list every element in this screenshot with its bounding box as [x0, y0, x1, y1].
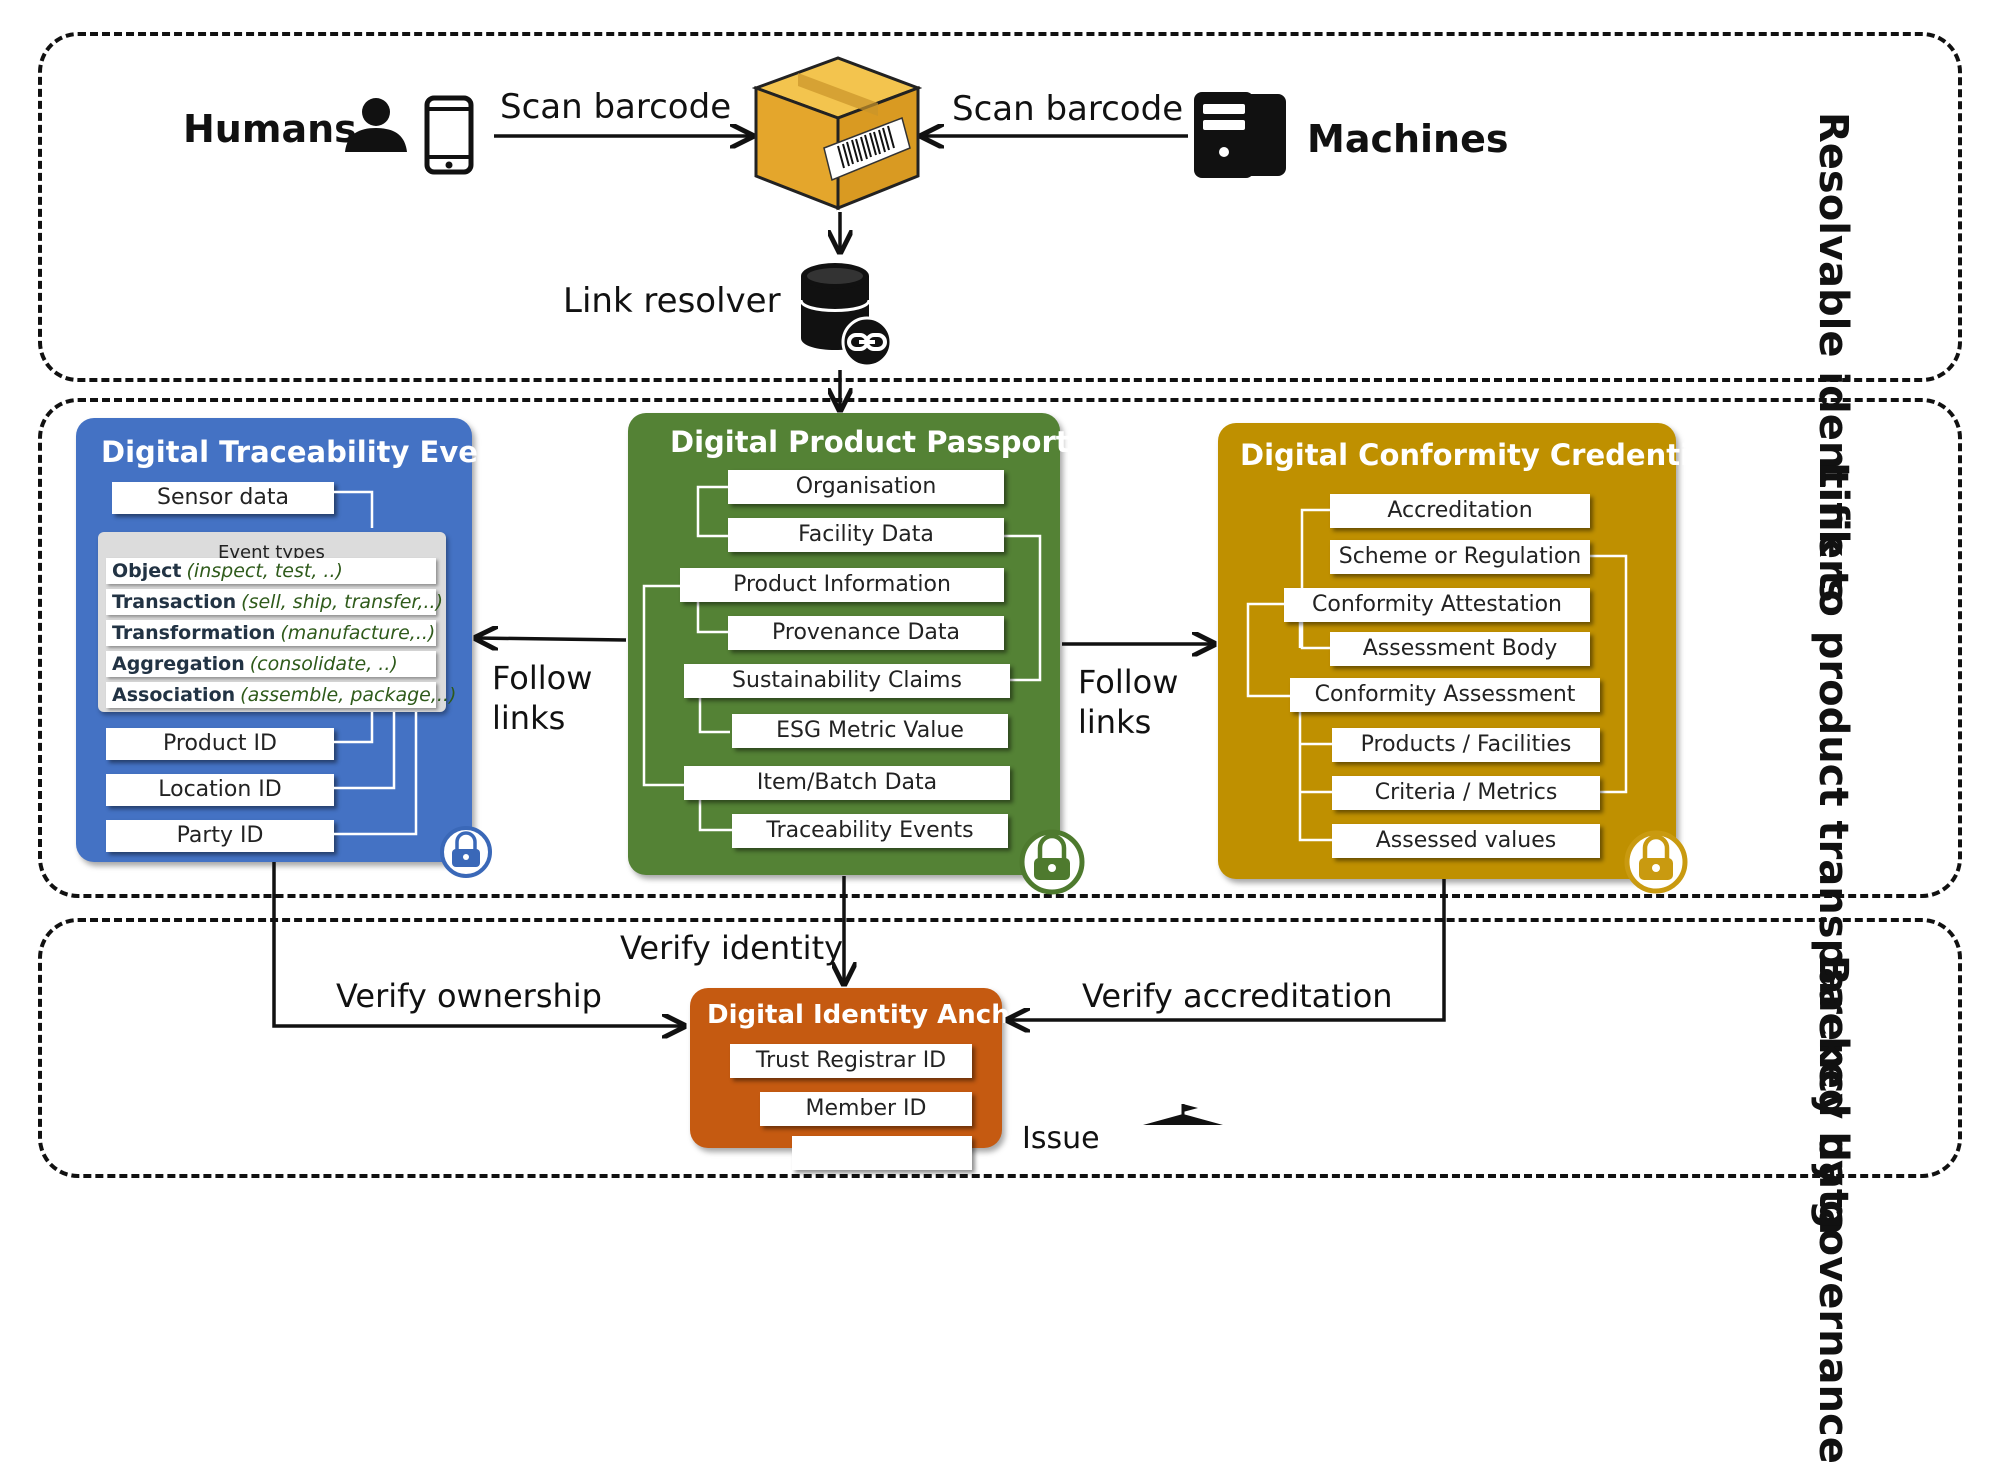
dcc-connector-c — [1246, 602, 1290, 698]
dpp-connector-f — [698, 785, 732, 832]
dpp-item-sustainability-claims: Sustainability Claims — [684, 664, 1010, 698]
dpp-connector-b — [1004, 534, 1042, 682]
layer-resolvable-identifiers — [38, 32, 1962, 382]
dpp-item-traceability-events: Traceability Events — [732, 814, 1008, 848]
event-type-association: Association(assemble, package,..) — [106, 682, 456, 708]
machines-label: Machines — [1307, 117, 1509, 161]
dpp-item-item-batch-data: Item/Batch Data — [684, 766, 1010, 800]
issue-label: Issue — [1022, 1121, 1100, 1156]
event-type-name: Object — [112, 559, 182, 582]
arrow-dcc-to-dia — [1008, 879, 1446, 1020]
dte-connector-2 — [334, 712, 396, 790]
padlock-icon-dte — [440, 826, 492, 878]
verify-ownership-label: Verify ownership — [336, 977, 602, 1015]
dpp-item-organisation: Organisation — [728, 470, 1004, 504]
follow-links-right-label-1: Follow — [1078, 663, 1179, 701]
dte-connector-sensor — [334, 490, 374, 528]
dcc-item-conformity-assessment: Conformity Assessment — [1290, 678, 1600, 712]
dpp-item-provenance-data: Provenance Data — [728, 616, 1004, 650]
dcc-item-assessed-values: Assessed values — [1332, 824, 1600, 858]
follow-links-right-label-2: links — [1078, 703, 1152, 741]
dpp-item-esg-metric-value: ESG Metric Value — [732, 714, 1008, 748]
dcc-item-products-facilities: Products / Facilities — [1332, 728, 1600, 762]
event-type-desc: (inspect, test, ..) — [186, 559, 343, 582]
dpp-item-product-information: Product Information — [680, 568, 1004, 602]
person-icon — [345, 98, 407, 152]
event-type-object: Object(inspect, test, ..) — [106, 558, 436, 584]
event-type-transaction: Transaction(sell, ship, transfer,..) — [106, 589, 443, 615]
dte-location-id: Location ID — [106, 774, 334, 806]
dcc-item-accreditation: Accreditation — [1330, 494, 1590, 528]
dia-item-placeholder — [792, 1136, 972, 1170]
dpp-connector-a — [696, 485, 728, 538]
dpp-title: Digital Product Passport — [670, 425, 1070, 459]
padlock-icon-dcc — [1624, 830, 1688, 894]
dcc-item-criteria-metrics: Criteria / Metrics — [1332, 776, 1600, 810]
dcc-connector-b — [1590, 554, 1628, 794]
verify-accreditation-label: Verify accreditation — [1082, 977, 1393, 1015]
dia-trust-registrar-id: Trust Registrar ID — [730, 1044, 972, 1078]
dcc-item-scheme-or-regulation: Scheme or Regulation — [1330, 540, 1590, 574]
building-flag-icon — [1143, 1104, 1223, 1125]
verify-identity-label: Verify identity — [620, 929, 844, 967]
event-type-desc: (consolidate, ..) — [249, 652, 398, 675]
follow-links-left-label-1: Follow — [492, 659, 593, 697]
package-barcode-icon — [752, 56, 922, 211]
scan-barcode-left-label: Scan barcode — [500, 87, 732, 127]
dcc-connector-a — [1300, 508, 1330, 650]
dpp-item-facility-data: Facility Data — [728, 518, 1004, 552]
dcc-connector-e — [1298, 696, 1332, 842]
dcc-item-assessment-body: Assessment Body — [1330, 632, 1590, 666]
dia-member-id: Member ID — [760, 1092, 972, 1126]
event-type-name: Aggregation — [112, 652, 245, 675]
server-icon — [1194, 92, 1286, 178]
dte-sensor-data: Sensor data — [112, 482, 334, 514]
arrow-dte-to-dia — [272, 862, 684, 1026]
dcc-title: Digital Conformity Credential — [1240, 438, 1720, 472]
dpp-connector-c — [642, 584, 684, 787]
dte-product-id: Product ID — [106, 728, 334, 760]
padlock-icon-dpp — [1019, 829, 1085, 895]
event-type-name: Transformation — [112, 621, 276, 644]
humans-label: Humans — [183, 107, 357, 151]
dia-title: Digital Identity Anchor — [707, 1000, 1041, 1030]
follow-links-left-label-2: links — [492, 699, 566, 737]
link-resolver-label: Link resolver — [563, 281, 781, 321]
dcc-item-conformity-attestation: Conformity Attestation — [1284, 588, 1590, 622]
event-type-desc: (sell, ship, transfer,..) — [241, 590, 443, 613]
dte-connector-3 — [334, 712, 418, 836]
event-type-name: Transaction — [112, 590, 237, 613]
event-type-name: Association — [112, 683, 236, 706]
database-link-icon — [799, 263, 893, 368]
dte-connector-1 — [334, 712, 374, 744]
dte-title: Digital Traceability Event — [101, 435, 513, 469]
event-type-desc: (assemble, package,..) — [240, 683, 457, 706]
arrow-dpp-to-dte — [476, 638, 627, 640]
layer-transparency-data — [38, 398, 1962, 898]
event-type-transformation: Transformation(manufacture,..) — [106, 620, 436, 646]
smartphone-icon — [424, 95, 474, 175]
event-type-desc: (manufacture,..) — [280, 621, 436, 644]
dte-party-id: Party ID — [106, 820, 334, 852]
event-type-aggregation: Aggregation(consolidate, ..) — [106, 651, 436, 677]
scan-barcode-right-label: Scan barcode — [952, 89, 1184, 129]
dte-event-types-title: Event types — [218, 542, 325, 563]
